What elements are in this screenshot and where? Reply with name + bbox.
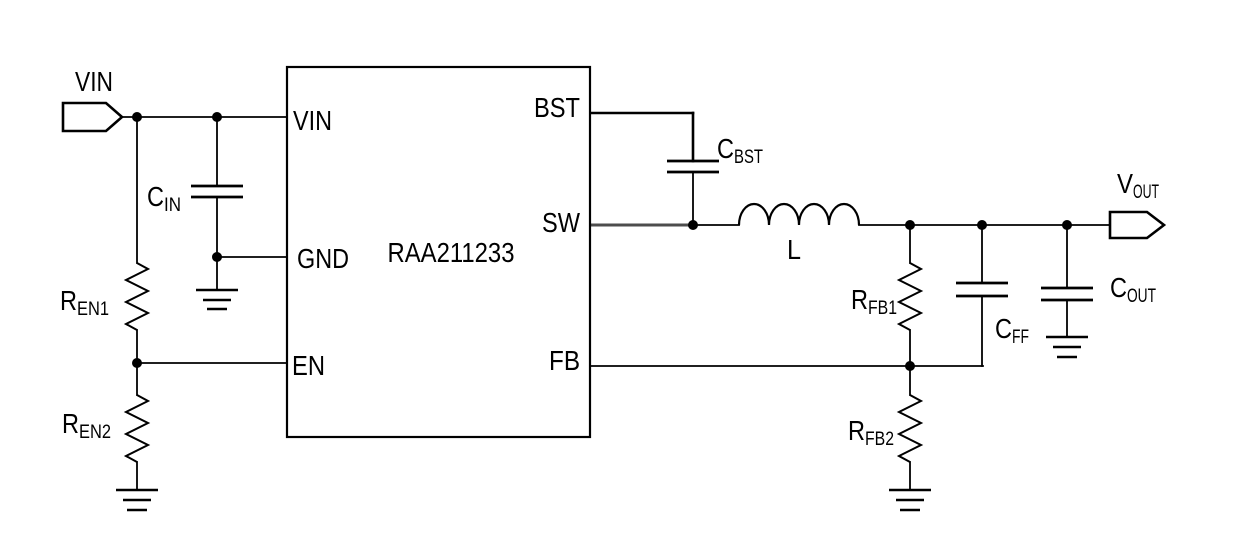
ic-pin-sw: SW xyxy=(542,207,580,238)
junction-vout-rfb1 xyxy=(905,220,915,230)
rfb2-label: RFB2 xyxy=(848,415,894,450)
vout-port-flag xyxy=(1108,210,1167,240)
junction-cbst-sw xyxy=(688,220,698,230)
ground-rfb2 xyxy=(889,488,931,512)
resistor-rfb1: RFB1 xyxy=(851,262,924,331)
junction-fb-divider xyxy=(905,361,915,371)
cff-label: CFF xyxy=(995,313,1029,348)
cin-label: CIN xyxy=(147,181,181,216)
junction-en-divider xyxy=(132,358,142,368)
cout-label: COUT xyxy=(1110,272,1156,307)
capacitor-cin: CIN xyxy=(147,181,243,216)
cbst-label: CBST xyxy=(717,133,763,168)
junction-vout-cff xyxy=(977,220,987,230)
capacitor-cout: COUT xyxy=(1041,272,1156,307)
ren1-zigzag xyxy=(123,262,151,331)
ic-pin-bst: BST xyxy=(534,92,580,123)
vout-port-label: VOUT xyxy=(1117,168,1159,203)
resistor-ren1: REN1 xyxy=(60,262,151,331)
ren2-zigzag xyxy=(123,394,151,463)
ic-pin-en: EN xyxy=(292,350,325,381)
ground-cin xyxy=(196,288,238,311)
capacitor-cff: CFF xyxy=(956,281,1029,348)
vin-port-flag xyxy=(61,101,124,133)
capacitor-cbst: CBST xyxy=(667,133,763,174)
ic-pin-vin: VIN xyxy=(293,105,332,136)
ground-ren2 xyxy=(116,488,158,512)
junction-cin-gnd xyxy=(212,252,222,262)
ren2-label: REN2 xyxy=(62,408,111,443)
junction-vin-ren1 xyxy=(132,112,142,122)
ground-cout xyxy=(1046,335,1088,359)
junction-vout-cout xyxy=(1062,220,1072,230)
ic-part-number: RAA211233 xyxy=(388,237,515,268)
ic-pin-fb: FB xyxy=(549,345,580,376)
input-port-vin: VIN xyxy=(61,66,124,133)
ic-body xyxy=(285,65,592,439)
ren1-label: REN1 xyxy=(60,285,109,320)
junction-vin-cin xyxy=(212,112,222,122)
inductor-coils xyxy=(737,202,861,226)
rfb1-label: RFB1 xyxy=(851,284,897,319)
inductor-l: L xyxy=(737,202,861,265)
ic-pin-gnd: GND xyxy=(297,243,349,274)
resistor-rfb2: RFB2 xyxy=(848,394,924,463)
vin-port-label: VIN xyxy=(75,66,113,97)
inductor-label: L xyxy=(787,234,801,265)
resistor-ren2: REN2 xyxy=(62,394,151,463)
rfb1-zigzag xyxy=(896,262,924,331)
ic-raa211233: RAA211233 VIN GND EN BST SW FB xyxy=(285,65,592,439)
output-port-vout: VOUT xyxy=(1108,168,1167,240)
rfb2-zigzag xyxy=(896,394,924,463)
